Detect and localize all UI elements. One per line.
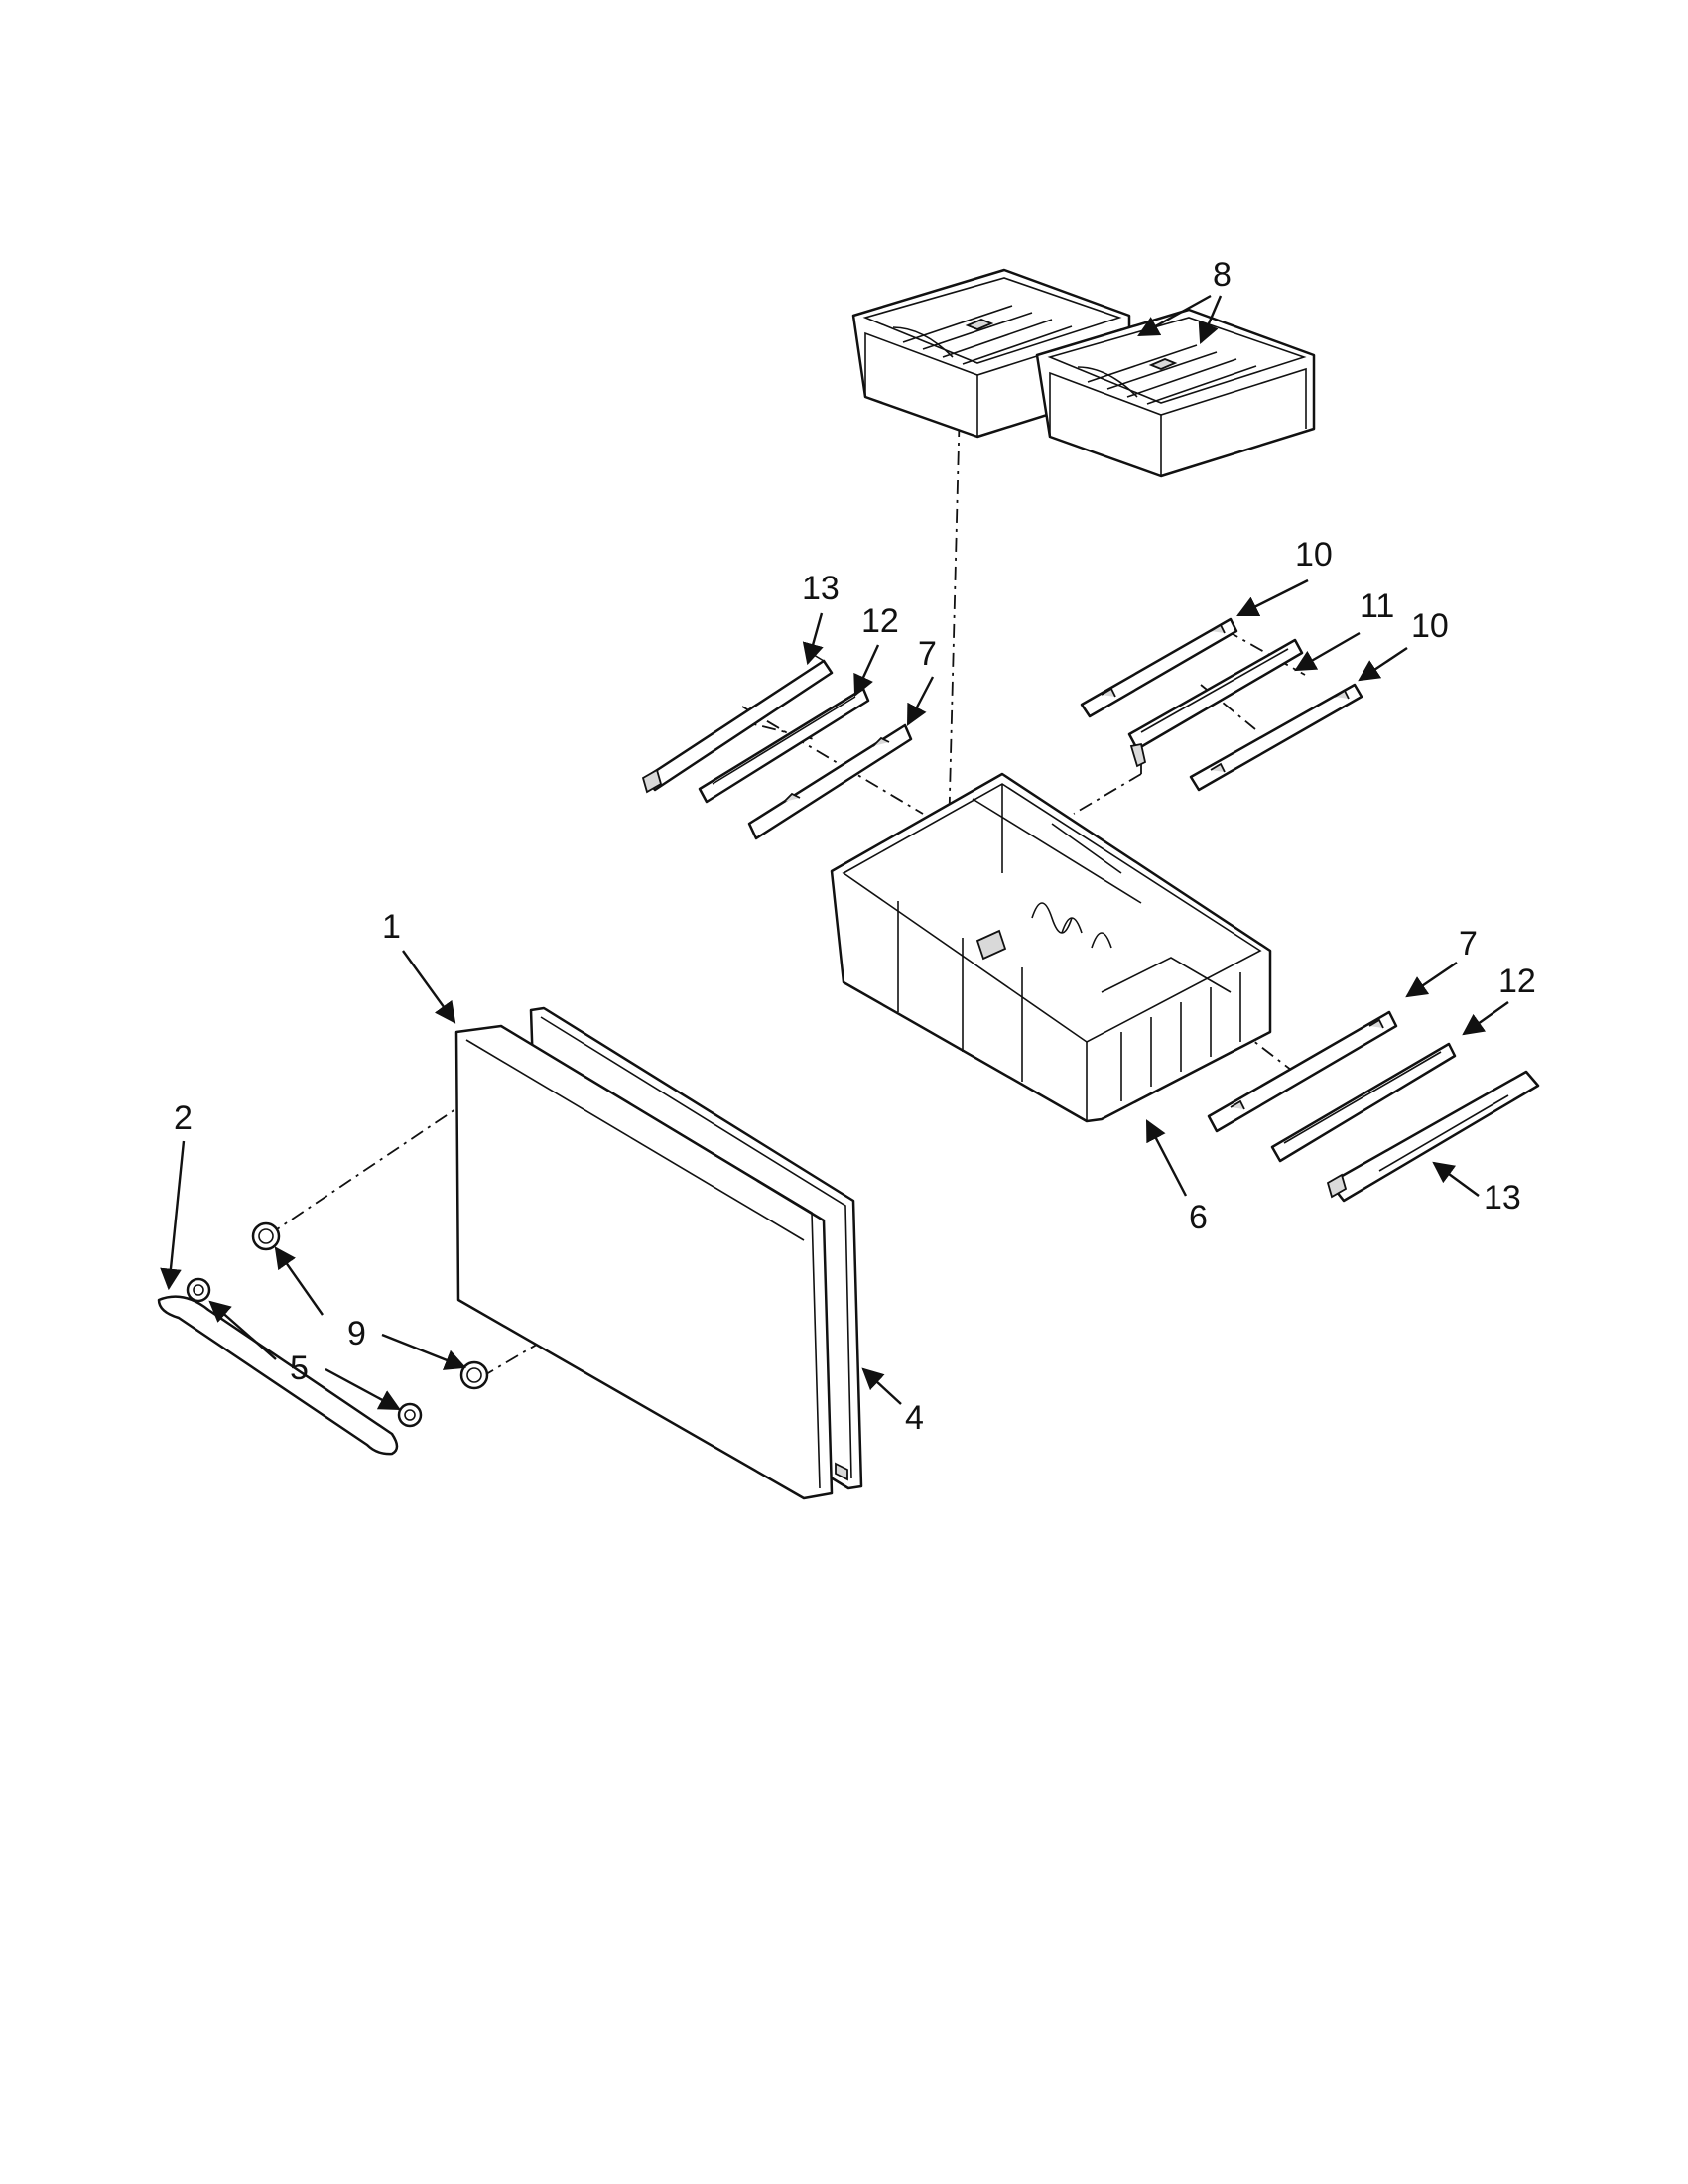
rail-10-right (1189, 683, 1363, 792)
rail-13-right (1326, 1070, 1540, 1203)
spacer-lower (459, 1360, 489, 1390)
callout-7-left: 7 (918, 635, 937, 673)
callout-10-right: 10 (1411, 607, 1449, 645)
main-basket (830, 772, 1272, 1123)
callout-4: 4 (905, 1399, 924, 1437)
rail-12-left (698, 687, 870, 804)
callout-8: 8 (1213, 256, 1232, 294)
callout-7-right: 7 (1459, 925, 1478, 963)
screw-lower (397, 1402, 423, 1428)
callout-10-top: 10 (1295, 536, 1333, 574)
spacer-upper (251, 1221, 281, 1251)
callout-5: 5 (290, 1349, 309, 1387)
rail-10-top (1080, 617, 1238, 718)
callout-9: 9 (347, 1315, 366, 1352)
callout-1: 1 (382, 908, 401, 946)
callout-11: 11 (1360, 587, 1394, 625)
screw-upper (186, 1277, 211, 1303)
callout-2: 2 (174, 1099, 193, 1137)
rail-12-right (1270, 1042, 1457, 1163)
callout-13-left: 13 (802, 570, 840, 607)
rail-13-left (641, 654, 834, 794)
leader-lines (160, 294, 1509, 1411)
callout-12-left: 12 (861, 602, 899, 640)
callout-13-right: 13 (1484, 1179, 1521, 1217)
rail-7-right (1207, 1010, 1398, 1133)
callout-12-right: 12 (1498, 963, 1536, 1000)
door-panel (454, 1024, 848, 1500)
upper-basket-right (1035, 308, 1316, 478)
rail-7-left (747, 723, 913, 840)
rail-11 (1127, 638, 1304, 768)
callout-6: 6 (1189, 1199, 1208, 1236)
callouts: 8 10 11 10 13 12 7 1 2 9 5 4 6 7 12 13 (174, 256, 1536, 1437)
